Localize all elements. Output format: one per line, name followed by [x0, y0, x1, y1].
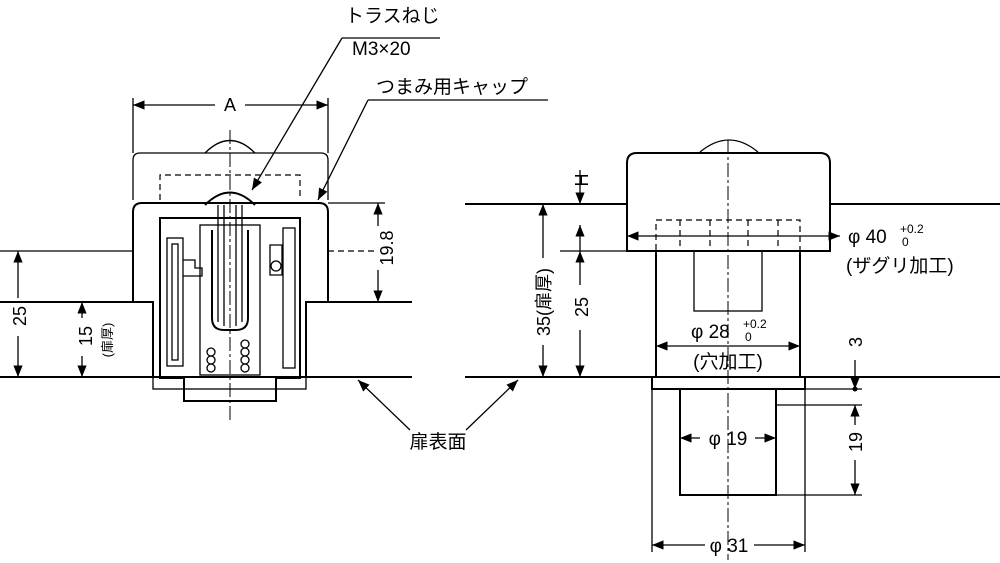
dim-h-label: H: [572, 174, 592, 187]
counterbore-tol-lower: 0: [902, 235, 909, 249]
housing-left-wall: [166, 237, 184, 367]
right-latch: [269, 244, 283, 276]
counterbore-tol-upper: +0.2: [900, 222, 924, 236]
screw-leader: [251, 37, 343, 191]
screw-name: トラスねじ: [345, 6, 440, 27]
hole-note: (穴加工): [693, 351, 763, 373]
left-view: A 19.8 25 15 (扉厚) トラスねじ M3×20 つまみ用キャップ 扉…: [0, 6, 548, 453]
hole-tol-upper: +0.2: [743, 317, 767, 331]
screw-head: [204, 191, 256, 206]
dim-25-left-label: 25: [10, 306, 30, 326]
dim-3-label: 3: [846, 337, 866, 347]
dim-19-vert-label: 19: [846, 432, 866, 452]
hole-tol-lower: 0: [745, 330, 752, 344]
dim-15-label: 15: [76, 326, 96, 346]
dim-a-label: A: [224, 95, 236, 115]
cap-leader: [317, 99, 369, 201]
door-surface-leader-left: [357, 379, 411, 431]
dim-phi31-label: φ 31: [710, 536, 749, 557]
screw-size: M3×20: [352, 39, 411, 60]
r-cap: [626, 152, 831, 252]
cap-label: つまみ用キャップ: [376, 76, 528, 98]
dim-19-8-label: 19.8: [377, 230, 397, 265]
cap-raised-inner: [159, 174, 301, 200]
housing-left-slot: [171, 243, 179, 361]
spring-right: [240, 339, 250, 373]
door-thickness-left-label: (扉厚): [100, 323, 115, 358]
right-view: φ 40 +0.2 0 (ザグリ加工) φ 28 +0.2 0 (穴加工) H …: [465, 139, 1000, 560]
hole-dia: φ 28: [691, 322, 730, 343]
dim-35-label: 35(扉厚): [534, 268, 554, 336]
counterbore-dia: φ 40: [848, 227, 887, 248]
door-surface-leader-right: [465, 379, 519, 431]
latch-tab: [183, 259, 203, 277]
dim-25-right-label: 25: [572, 297, 592, 317]
cap-body: [132, 202, 329, 378]
r-screw-head: [699, 139, 759, 153]
housing-right-wall: [282, 227, 296, 369]
door-surface-label: 扉表面: [409, 431, 466, 453]
right-latch-pin: [270, 260, 282, 272]
counterbore-note: (ザグリ加工): [846, 255, 954, 277]
stem: [211, 230, 249, 331]
spring-left: [206, 347, 216, 373]
